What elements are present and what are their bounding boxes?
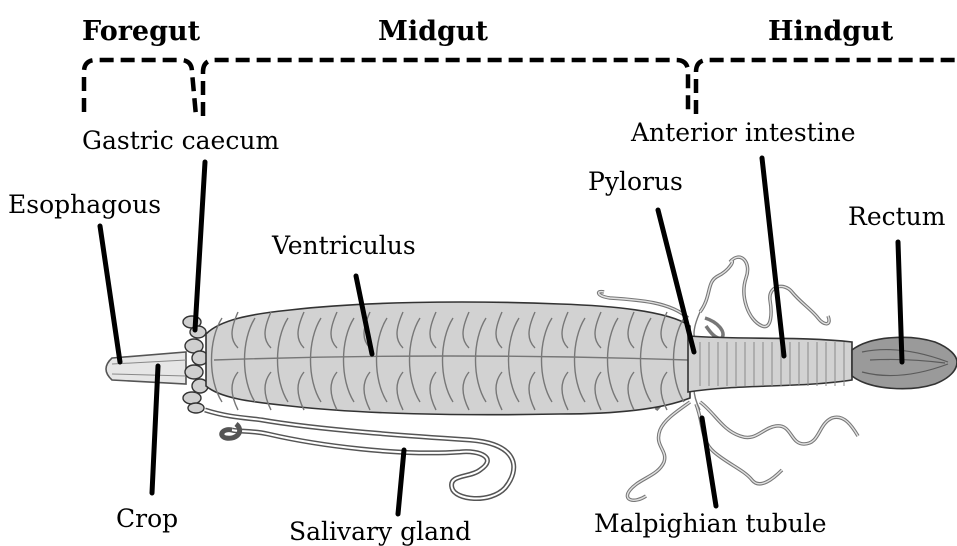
- malpighian-tubules-lower: [627, 398, 858, 501]
- rectum-label: Rectum: [848, 202, 946, 231]
- salivary-gland-leader: [398, 450, 404, 514]
- esophagous-leader: [100, 226, 120, 362]
- midgut-label: Midgut: [378, 16, 489, 47]
- salivary-gland-label: Salivary gland: [289, 517, 471, 546]
- salivary-gland-shape: [205, 410, 514, 499]
- hindgut-label: Hindgut: [768, 16, 894, 47]
- midgut-bracket: [203, 60, 688, 116]
- foregut-label: Foregut: [82, 16, 201, 47]
- foregut-bracket: [84, 60, 196, 116]
- gastric-caecum-label: Gastric caecum: [82, 126, 279, 155]
- anterior-intestine-shape: [688, 336, 852, 392]
- ventriculus-shape: [206, 302, 700, 415]
- ventriculus-label: Ventriculus: [271, 231, 416, 260]
- crop-label: Crop: [116, 504, 178, 533]
- malpighian-tubule-label: Malpighian tubule: [594, 509, 827, 538]
- hindgut-bracket: [696, 60, 957, 114]
- malpighian-tubule-leader: [702, 418, 716, 506]
- gastric-caecum-leader: [195, 162, 205, 330]
- crop-leader: [152, 366, 158, 493]
- pylorus-label: Pylorus: [588, 167, 683, 196]
- esophagous-label: Esophagous: [8, 190, 161, 219]
- anterior-intestine-label: Anterior intestine: [630, 118, 856, 147]
- rectum-shape: [852, 337, 957, 388]
